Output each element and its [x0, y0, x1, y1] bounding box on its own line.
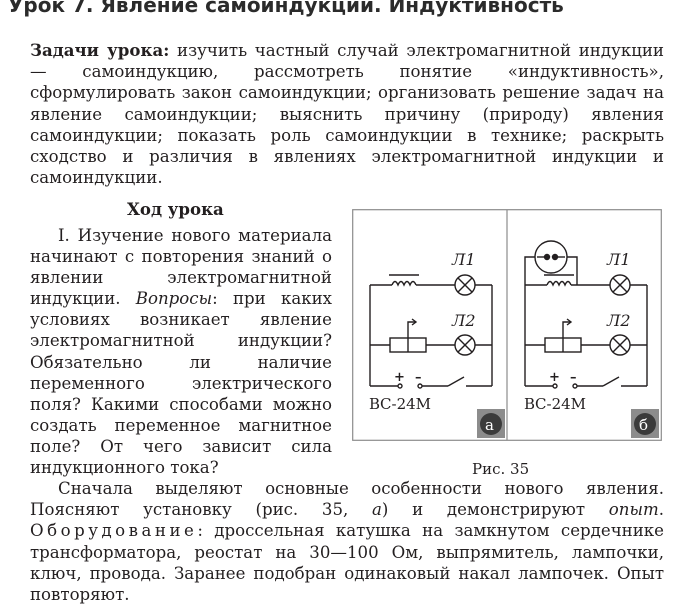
lesson-part-one: I. Изучение нового материала начинают с … [30, 225, 332, 478]
badge-b: б [639, 416, 648, 434]
neon-lamp-b [534, 240, 568, 274]
badge-b-circle [634, 413, 656, 435]
lamp-one-label-a: Л1 [451, 250, 476, 269]
badge-a: а [485, 416, 494, 434]
inductor-coil-b [546, 280, 572, 287]
circuit-figure: Л1 Л2 + – ВС-24М а Л1 Л2 + – ВС-24М б [352, 209, 662, 441]
equipment-list: : дроссельная катушка на замкнутом серде… [30, 521, 664, 605]
plus-sign-a: + [394, 370, 405, 385]
switch-b [602, 376, 620, 387]
experiment-description: Сначала выделяют основные особенности но… [30, 478, 664, 605]
experiment-text-b: ) и демонстрируют [381, 500, 609, 520]
badge-a-circle [480, 413, 502, 435]
source-label-a: ВС-24М [369, 395, 431, 413]
experiment-text-c: . [658, 500, 664, 520]
plus-sign-b: + [549, 370, 560, 385]
tasks-text: изучить частный случай электромагнитной … [30, 41, 664, 188]
part-one-questions: : при каких условиях возникает явление э… [30, 289, 332, 478]
part-one-text: Изучение нового материала начинают с пов… [30, 226, 332, 309]
source-label-b: ВС-24М [524, 395, 586, 413]
experiment-word: опыт [608, 500, 659, 520]
inductor-coil-a [391, 280, 417, 287]
lesson-tasks: Задачи урока: изучить частный случай эле… [30, 40, 664, 188]
minus-sign-b: – [570, 370, 577, 385]
lesson-heading: Урок 7. Явление самоиндукции. Индуктивно… [8, 0, 564, 17]
equipment-word: Оборудование [30, 521, 198, 541]
experiment-intro: Сначала выделяют основные особенности но… [30, 479, 664, 520]
minus-sign-a: – [415, 370, 422, 385]
section-title: Ход урока [127, 199, 224, 219]
figure-caption: Рис. 35 [472, 460, 530, 478]
switch-a [447, 376, 465, 387]
tasks-lead: Задачи урока: [30, 40, 170, 60]
part-numeral: I. [58, 226, 70, 245]
lamp-two-label-a: Л2 [451, 311, 476, 330]
questions-word: Вопросы [135, 289, 213, 309]
lamp-one-label-b: Л1 [606, 250, 631, 269]
figure-ref-a: а [372, 500, 382, 520]
lamp-two-label-b: Л2 [606, 311, 631, 330]
